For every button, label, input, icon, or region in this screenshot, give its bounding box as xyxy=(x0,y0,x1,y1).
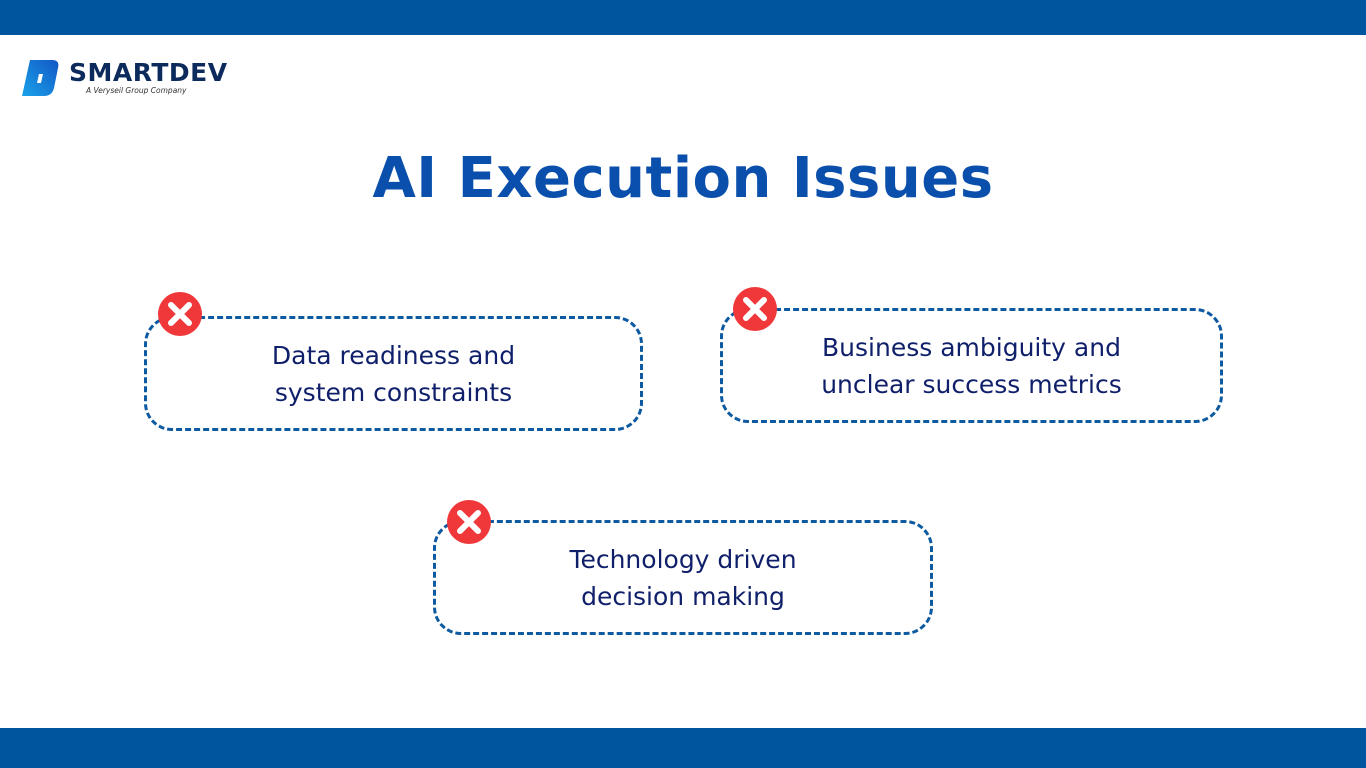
issue-line: Data readiness and xyxy=(271,340,516,370)
top-bar xyxy=(0,0,1366,35)
issue-line: Technology driven xyxy=(569,544,797,574)
issue-line: system constraints xyxy=(274,377,513,407)
issue-line: Business ambiguity and xyxy=(822,332,1121,362)
issue-line: decision making xyxy=(581,581,785,611)
issue-card: Business ambiguity and unclear success me… xyxy=(720,308,1223,423)
x-circle-icon xyxy=(733,287,777,331)
issue-card: Technology driven decision making xyxy=(433,520,933,635)
issue-line: unclear success metrics xyxy=(821,369,1122,399)
issue-card: Data readiness and system constraints xyxy=(144,316,643,431)
brand-tagline: A Veryseil Group Company xyxy=(86,86,187,95)
logo: SMARTDEV A Veryseil Group Company xyxy=(22,60,228,96)
x-circle-icon xyxy=(158,292,202,336)
smartdev-logo-icon xyxy=(22,60,59,96)
brand-name: SMARTDEV xyxy=(69,58,228,87)
x-circle-icon xyxy=(447,500,491,544)
bottom-bar xyxy=(0,728,1366,768)
page-title: AI Execution Issues xyxy=(372,146,994,211)
